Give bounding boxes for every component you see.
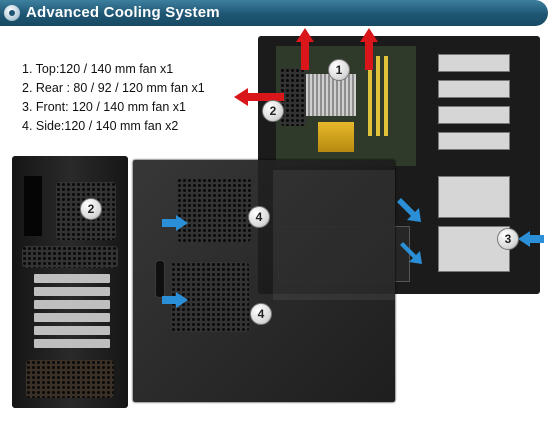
spec-top-fan: 1. Top:120 / 140 mm fan x1	[22, 62, 174, 76]
callout-rear-fan: 2	[262, 100, 284, 122]
section-title: Advanced Cooling System	[26, 4, 220, 21]
side-fan-grille-lower	[171, 262, 249, 332]
rear-fan-grille	[56, 182, 116, 240]
expansion-slot	[34, 339, 110, 348]
cpu-heatsink	[306, 74, 356, 116]
side-intake-arrow-icon	[162, 215, 188, 231]
expansion-slot	[34, 313, 110, 322]
expansion-slot	[34, 274, 110, 283]
ram-slot	[368, 56, 372, 136]
ram-slot	[384, 56, 388, 136]
bullet-circle-icon	[4, 5, 20, 21]
side-fan-grille-upper	[177, 178, 251, 242]
front-intake-arrow-icon	[518, 231, 544, 247]
rear-vent	[280, 68, 306, 126]
psu-fan-grille	[26, 360, 114, 398]
callout-front-fan: 3	[497, 228, 519, 250]
top-exhaust-arrow-icon	[296, 28, 314, 70]
expansion-slot	[34, 287, 110, 296]
side-panel-image	[133, 160, 395, 402]
case-back-image	[12, 156, 128, 408]
drive-bay	[438, 80, 510, 98]
expansion-slot	[34, 300, 110, 309]
hdd-cage	[438, 176, 510, 218]
rear-vent	[22, 246, 118, 268]
spec-side-fan: 4. Side:120 / 140 mm fan x2	[22, 119, 179, 133]
ram-slot	[376, 56, 380, 136]
spec-front-fan: 3. Front: 120 / 140 mm fan x1	[22, 100, 186, 114]
chipset-cooler	[318, 122, 354, 152]
side-intake-arrow-icon	[162, 292, 188, 308]
internal-airflow-arrow-icon	[400, 242, 422, 264]
top-exhaust-arrow-icon	[360, 28, 378, 70]
rear-exhaust-arrow-icon	[234, 88, 284, 106]
drive-bay	[438, 54, 510, 72]
interior-overlay	[273, 170, 395, 300]
callout-side-fan: 4	[250, 303, 272, 325]
fan-spec-list: 1. Top:120 / 140 mm fan x1 2. Rear : 80 …	[22, 60, 205, 136]
callout-rear-fan: 2	[80, 198, 102, 220]
callout-side-fan: 4	[248, 206, 270, 228]
spec-rear-fan: 2. Rear : 80 / 92 / 120 mm fan x1	[22, 81, 205, 95]
section-header: Advanced Cooling System	[0, 0, 548, 26]
drive-bay	[438, 106, 510, 124]
internal-airflow-arrow-icon	[397, 198, 421, 222]
drive-bay	[438, 132, 510, 150]
callout-top-fan: 1	[328, 59, 350, 81]
expansion-slot	[34, 326, 110, 335]
io-cutout	[24, 176, 42, 236]
side-panel-latch	[155, 260, 165, 298]
